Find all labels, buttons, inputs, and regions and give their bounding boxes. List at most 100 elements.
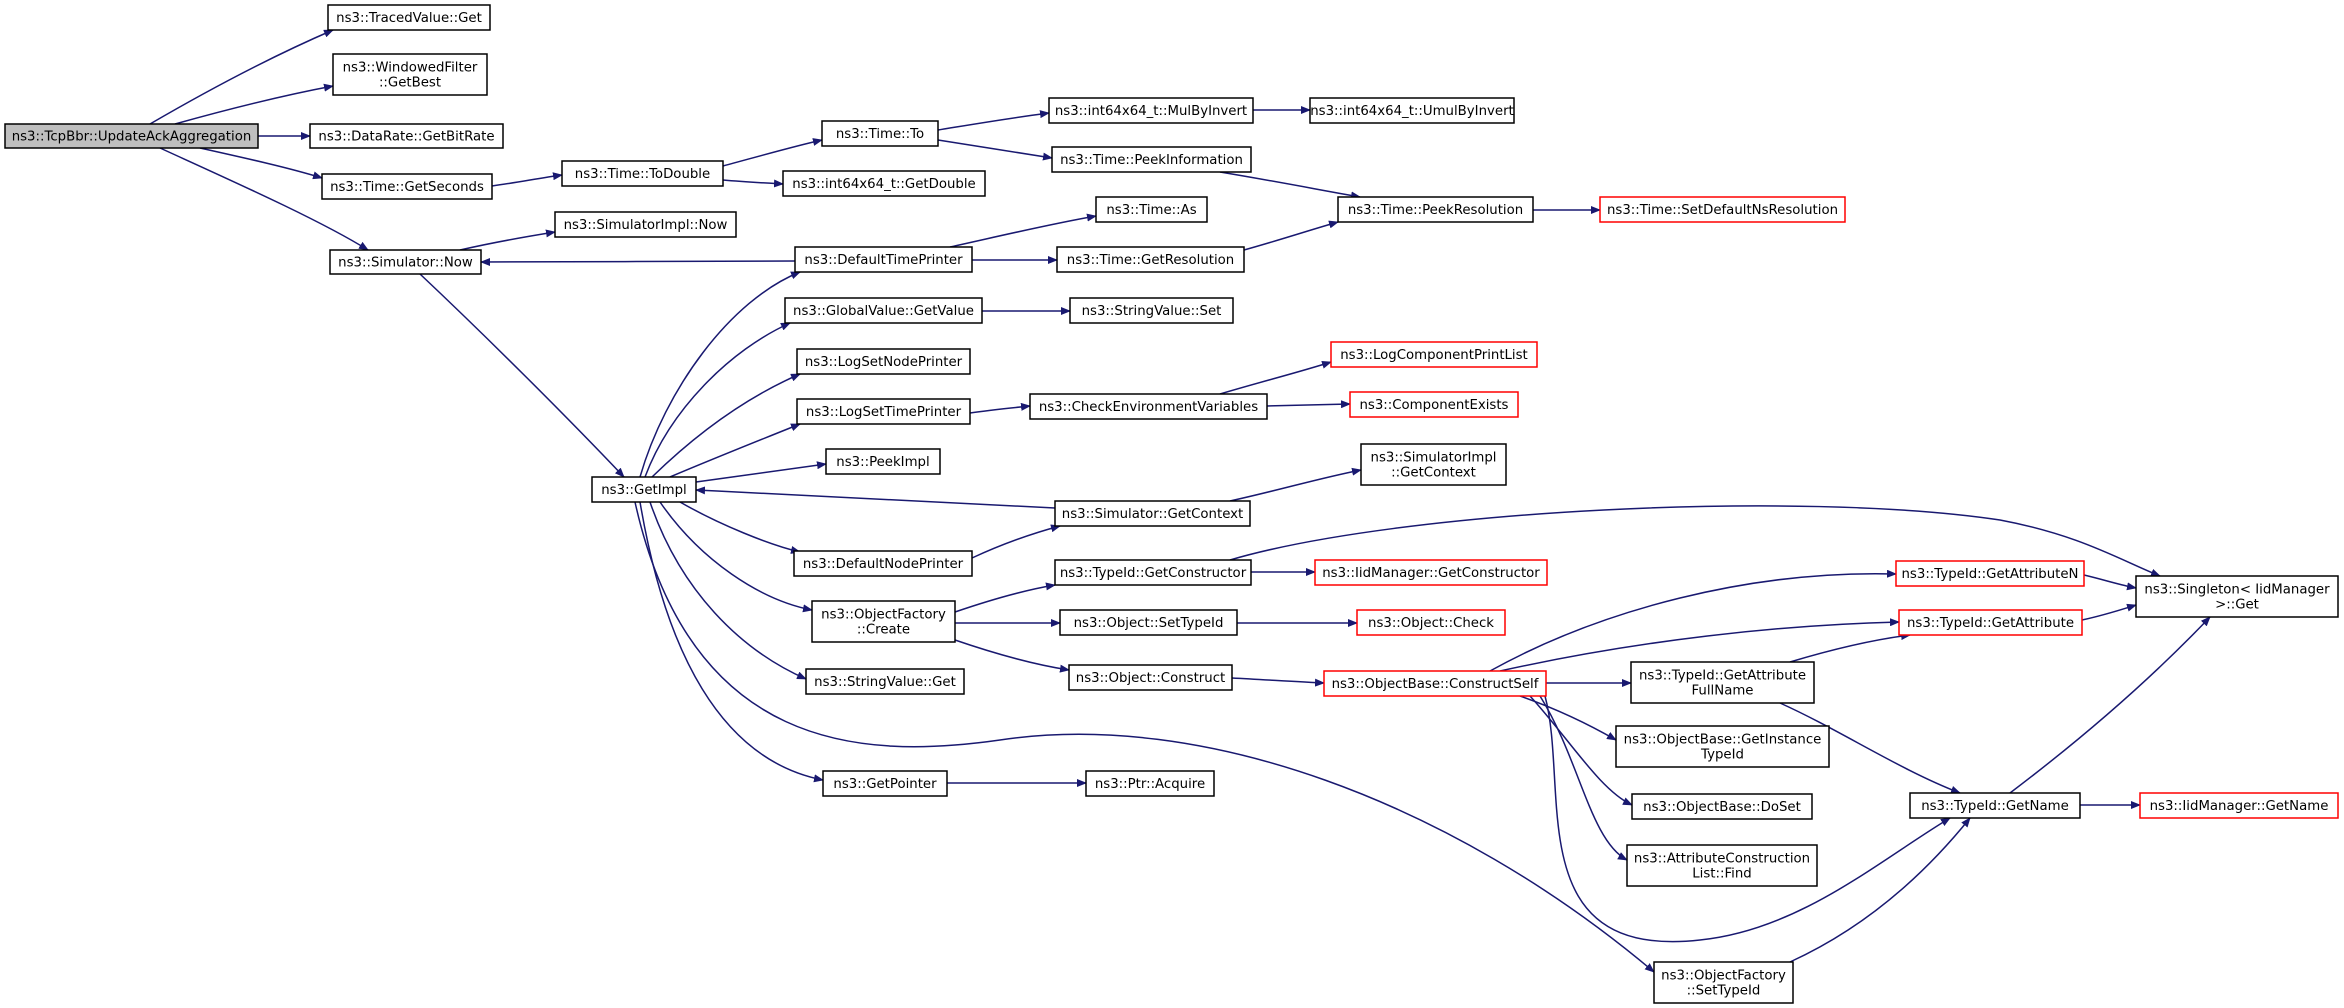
node-label: ns3::ObjectFactory (821, 608, 946, 623)
node-checkEnv[interactable]: ns3::CheckEnvironmentVariables (1029, 393, 1268, 420)
node-simGetCtx[interactable]: ns3::Simulator::GetContext (1054, 500, 1251, 527)
node-box (1356, 609, 1506, 636)
node-logCompList[interactable]: ns3::LogComponentPrintList (1330, 341, 1538, 368)
node-simNow[interactable]: ns3::Simulator::Now (329, 249, 482, 275)
edge-root-to-tracedGet (149, 29, 334, 125)
node-label: ns3::StringValue::Set (1082, 304, 1222, 319)
node-objSetTypeId[interactable]: ns3::Object::SetTypeId (1059, 609, 1238, 636)
node-box (561, 160, 724, 187)
node-typeGetName[interactable]: ns3::TypeId::GetName (1909, 792, 2081, 819)
node-getImpl[interactable]: ns3::GetImpl (591, 476, 697, 503)
node-ptrAcquire[interactable]: ns3::Ptr::Acquire (1085, 770, 1215, 797)
node-timeTo[interactable]: ns3::Time::To (821, 120, 939, 147)
node-box (1626, 844, 1818, 887)
node-box (811, 600, 956, 643)
edge-peekInfo-to-peekRes (1219, 171, 1361, 200)
node-peekRes[interactable]: ns3::Time::PeekResolution (1337, 196, 1534, 223)
node-strSet[interactable]: ns3::StringValue::Set (1069, 297, 1234, 324)
node-objFactSetType[interactable]: ns3::ObjectFactory::SetTypeId (1653, 961, 1794, 1004)
node-label: ns3::int64x64_t::GetDouble (792, 177, 975, 192)
edge-typeGetCtor-to-singletonGet (1229, 505, 2161, 577)
edge-root-to-getSeconds (199, 147, 323, 180)
node-iidGetName[interactable]: ns3::IidManager::GetName (2139, 792, 2339, 819)
node-objBaseDoSet[interactable]: ns3::ObjectBase::DoSet (1631, 793, 1813, 820)
node-dataRate[interactable]: ns3::DataRate::GetBitRate (309, 123, 504, 149)
node-objConstruct[interactable]: ns3::Object::Construct (1068, 664, 1233, 691)
node-tracedGet[interactable]: ns3::TracedValue::Get (327, 4, 491, 31)
node-iidGetCtor[interactable]: ns3::IidManager::GetConstructor (1314, 559, 1548, 586)
node-typeGetCtor[interactable]: ns3::TypeId::GetConstructor (1054, 559, 1252, 586)
edge-getImpl-to-objFactCreate (659, 501, 813, 613)
node-label: ns3::TcpBbr::UpdateAckAggregation (12, 130, 252, 145)
node-getPointer[interactable]: ns3::GetPointer (822, 770, 948, 797)
node-label: ns3::LogSetNodePrinter (805, 355, 963, 370)
node-label: ns3::Time::PeekResolution (1348, 203, 1523, 218)
node-getResolution[interactable]: ns3::Time::GetResolution (1056, 246, 1245, 273)
node-globalGetValue[interactable]: ns3::GlobalValue::GetValue (784, 297, 983, 324)
edge-objFactCreate-to-objConstruct (954, 639, 1070, 673)
node-setDefNs[interactable]: ns3::Time::SetDefaultNsResolution (1599, 196, 1846, 223)
node-defTimePrinter[interactable]: ns3::DefaultTimePrinter (794, 246, 973, 273)
node-strGet[interactable]: ns3::StringValue::Get (805, 668, 965, 695)
edges-layer (149, 29, 2211, 973)
node-simImplCtx[interactable]: ns3::SimulatorImpl::GetContext (1360, 443, 1507, 486)
node-box (1895, 560, 2085, 587)
node-label: ns3::AttributeConstruction (1634, 852, 1810, 867)
node-singletonGet[interactable]: ns3::Singleton< IidManager >::Get (2135, 575, 2339, 618)
node-box (1054, 500, 1251, 527)
edge-timeTo-to-peekInfo (937, 139, 1053, 161)
edge-defTimePrinter-to-timeAs (949, 213, 1097, 248)
node-defNodePrinter[interactable]: ns3::DefaultNodePrinter (793, 550, 973, 577)
edge-getImpl-to-peekImpl (695, 461, 827, 483)
node-toDouble[interactable]: ns3::Time::ToDouble (561, 160, 724, 187)
edge-getImpl-to-logSetTime (669, 423, 801, 478)
node-box (796, 398, 971, 425)
node-peekInfo[interactable]: ns3::Time::PeekInformation (1051, 146, 1252, 173)
node-peekImpl[interactable]: ns3::PeekImpl (825, 448, 941, 475)
node-typeGetAttrN[interactable]: ns3::TypeId::GetAttributeN (1895, 560, 2085, 587)
edge-toDouble-to-timeTo (722, 138, 823, 167)
edge-getResolution-to-peekRes (1243, 220, 1339, 251)
node-label: ns3::Simulator::GetContext (1062, 507, 1243, 522)
node-objBaseCS[interactable]: ns3::ObjectBase::ConstructSelf (1323, 670, 1547, 697)
node-box (1314, 559, 1548, 586)
node-label: ns3::IidManager::GetName (2150, 799, 2329, 814)
node-objFactCreate[interactable]: ns3::ObjectFactory::Create (811, 600, 956, 643)
node-label: ns3::GlobalValue::GetValue (793, 304, 974, 319)
node-typeGetAttr[interactable]: ns3::TypeId::GetAttribute (1898, 609, 2083, 636)
node-label: ns3::SimulatorImpl::Now (564, 218, 728, 233)
node-winFilter[interactable]: ns3::WindowedFilter::GetBest (332, 53, 488, 96)
node-mulByInvert[interactable]: ns3::int64x64_t::MulByInvert (1048, 97, 1254, 124)
node-root[interactable]: ns3::TcpBbr::UpdateAckAggregation (4, 123, 259, 149)
node-label: ns3::GetPointer (833, 777, 937, 792)
node-label: ns3::TypeId::GetName (1921, 799, 2069, 814)
node-box (1631, 793, 1813, 820)
edge-simNow-to-simImplNow (459, 229, 556, 251)
node-box (1360, 443, 1507, 486)
node-label: ns3::int64x64_t::UmulByInvert (1310, 104, 1514, 119)
node-getSeconds[interactable]: ns3::Time::GetSeconds (321, 173, 493, 200)
node-simImplNow[interactable]: ns3::SimulatorImpl::Now (554, 211, 737, 238)
node-label: List::Find (1692, 867, 1751, 882)
node-compExists[interactable]: ns3::ComponentExists (1349, 391, 1519, 418)
node-box (1085, 770, 1215, 797)
edge-objFactSetType-to-typeGetName (1789, 817, 1971, 963)
node-umulByInvert[interactable]: ns3::int64x64_t::UmulByInvert (1309, 97, 1515, 124)
edge-objBaseCS-to-objBaseGetInst (1519, 695, 1617, 741)
edge-getImpl-to-objFactSetType (634, 501, 1655, 973)
node-box (1048, 97, 1254, 124)
node-objCheck[interactable]: ns3::Object::Check (1356, 609, 1506, 636)
node-label: ns3::StringValue::Get (814, 675, 956, 690)
edge-checkEnv-to-compExists (1266, 400, 1351, 409)
node-timeAs[interactable]: ns3::Time::As (1095, 196, 1208, 223)
node-box (321, 173, 493, 200)
node-intGetDouble[interactable]: ns3::int64x64_t::GetDouble (782, 170, 986, 197)
node-logSetNode[interactable]: ns3::LogSetNodePrinter (796, 348, 971, 375)
node-logSetTime[interactable]: ns3::LogSetTimePrinter (796, 398, 971, 425)
node-label: ns3::Object::Check (1368, 616, 1494, 631)
node-label: ns3::LogSetTimePrinter (806, 405, 962, 420)
